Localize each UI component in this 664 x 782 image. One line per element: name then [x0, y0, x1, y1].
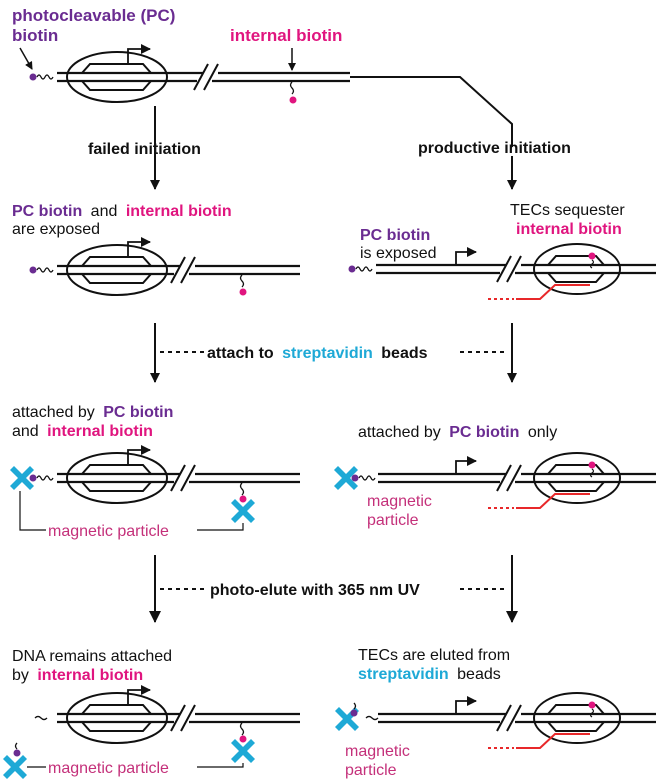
- magnetic-particle-label: magnetic particle: [48, 523, 169, 540]
- and-text: and: [91, 203, 118, 220]
- biotin-dot-icon: [239, 288, 247, 296]
- row4-right-construct: TECs are eluted from streptavidin beads …: [335, 647, 656, 779]
- attached-by-text: attached by: [12, 404, 95, 421]
- productive-initiation-label: productive initiation: [418, 140, 571, 157]
- rna-transcript: [516, 733, 590, 749]
- row2-right-construct: TECs sequester internal biotin PC biotin…: [348, 202, 656, 300]
- biotin-dot-icon: [588, 252, 596, 260]
- row3-left-construct: attached by PC biotin and internal bioti…: [10, 404, 300, 540]
- pointer-arrow: [19, 47, 33, 70]
- tecs-eluted-text: TECs are eluted from: [358, 647, 510, 664]
- promoter-arrow-icon: [455, 456, 477, 473]
- pc-biotin-text: PC biotin: [360, 227, 430, 244]
- polymerase-ellipse-icon: [533, 243, 621, 295]
- polymerase-ellipse-icon: [66, 452, 168, 504]
- biotin-dot-icon: [13, 749, 21, 757]
- promoter-arrow-icon: [127, 445, 151, 464]
- biotin-dot-icon: [239, 495, 247, 503]
- tecs-sequester-text: TECs sequester: [510, 202, 625, 219]
- streptavidin-text: streptavidin: [282, 345, 373, 362]
- svg-text:attached by PC biotin: attached by PC biotin: [12, 404, 173, 421]
- promoter-arrow-icon: [127, 44, 151, 63]
- internal-biotin-text: internal biotin: [47, 423, 153, 440]
- dna-break-icon: [170, 704, 196, 732]
- polymerase-ellipse-icon: [66, 692, 168, 744]
- dna-remains-text: DNA remains attached: [12, 648, 172, 665]
- svg-text:streptavidin beads: streptavidin beads: [358, 666, 501, 683]
- failed-initiation-label: failed initiation: [88, 141, 201, 158]
- magnetic-particle-label: magnetic particle: [48, 760, 169, 777]
- pc-biotin-label-line2: biotin: [12, 26, 58, 45]
- biotin-dot-icon: [348, 265, 356, 273]
- promoter-arrow-icon: [455, 247, 477, 264]
- polymerase-ellipse-icon: [533, 692, 621, 744]
- polymerase-ellipse-icon: [66, 244, 168, 296]
- dna-break-icon: [496, 255, 522, 283]
- internal-biotin-label: internal biotin: [230, 26, 342, 45]
- svg-text:attached by PC biotin: attached by PC biotin only: [358, 424, 557, 441]
- linker-squiggle: [36, 74, 54, 80]
- polymerase-ellipse-icon: [533, 452, 621, 504]
- biotin-dot-icon: [239, 735, 247, 743]
- svg-text:by internal biotin: by internal biotin: [12, 667, 143, 684]
- svg-text:attach to streptavidin: attach to streptavidin beads: [207, 345, 428, 362]
- row3-right-construct: attached by PC biotin only magnetic part…: [334, 424, 656, 529]
- beads-text: beads: [457, 666, 501, 683]
- dna-break-icon: [170, 464, 196, 492]
- is-exposed-text: is exposed: [360, 245, 437, 262]
- rna-transcript: [516, 493, 590, 509]
- biotin-dot-icon: [29, 266, 37, 274]
- dna-break-icon: [496, 464, 522, 492]
- biotin-dot-icon: [588, 461, 596, 469]
- particle-label: particle: [345, 762, 397, 779]
- biotin-dot-icon: [350, 709, 358, 717]
- biotin-dot-icon: [289, 96, 297, 104]
- are-exposed-text: are exposed: [12, 221, 100, 238]
- magnetic-particle-icon: [231, 499, 255, 523]
- dna-break-icon: [193, 63, 219, 91]
- internal-biotin-text: internal biotin: [126, 203, 232, 220]
- biotin-dot-icon: [29, 474, 37, 482]
- biotin-dot-icon: [588, 701, 596, 709]
- dna-break-icon: [170, 256, 196, 284]
- row2-left-construct: PC biotin and internal biotin are expose…: [12, 203, 300, 296]
- promoter-arrow-icon: [127, 237, 151, 256]
- polymerase-ellipse-icon: [66, 51, 168, 103]
- promoter-arrow-icon: [455, 696, 477, 713]
- svg-text:and internal biotin: and internal biotin: [12, 423, 153, 440]
- photo-elute-label: photo-elute with 365 nm UV: [210, 582, 420, 599]
- by-text: by: [12, 667, 29, 684]
- and-text: and: [12, 423, 39, 440]
- pc-biotin-text: PC biotin: [103, 404, 173, 421]
- svg-text:PC biotin and inte: PC biotin and internal biotin: [12, 203, 232, 220]
- row1-construct: photocleavable (PC) biotin internal biot…: [12, 6, 513, 147]
- magnetic-label: magnetic: [367, 493, 432, 510]
- pc-biotin-text: PC biotin: [12, 203, 82, 220]
- magnetic-particle-icon: [231, 739, 255, 763]
- beads-text: beads: [381, 345, 427, 362]
- initiation-arrows: failed initiation productive initiation: [88, 106, 571, 190]
- pc-biotin-text: PC biotin: [449, 424, 519, 441]
- promoter-arrow-icon: [127, 685, 151, 704]
- biotin-dot-icon: [29, 73, 37, 81]
- attach-step: attach to streptavidin beads: [150, 323, 517, 383]
- internal-biotin-text: internal biotin: [516, 221, 622, 238]
- pc-biotin-label-line1: photocleavable (PC): [12, 6, 175, 25]
- dna-break-icon: [496, 704, 522, 732]
- magnetic-label: magnetic: [345, 743, 410, 760]
- particle-label: particle: [367, 512, 419, 529]
- biotin-dot-icon: [351, 474, 359, 482]
- magnetic-particle-icon: [3, 755, 27, 779]
- photo-elute-step: photo-elute with 365 nm UV: [149, 555, 518, 623]
- row4-left-construct: DNA remains attached by internal biotin …: [3, 648, 300, 779]
- only-text: only: [528, 424, 557, 441]
- streptavidin-text: streptavidin: [358, 666, 449, 683]
- rna-transcript: [516, 284, 590, 300]
- attach-to-text: attach to: [207, 345, 274, 362]
- internal-biotin-text: internal biotin: [37, 667, 143, 684]
- attached-by-text: attached by: [358, 424, 441, 441]
